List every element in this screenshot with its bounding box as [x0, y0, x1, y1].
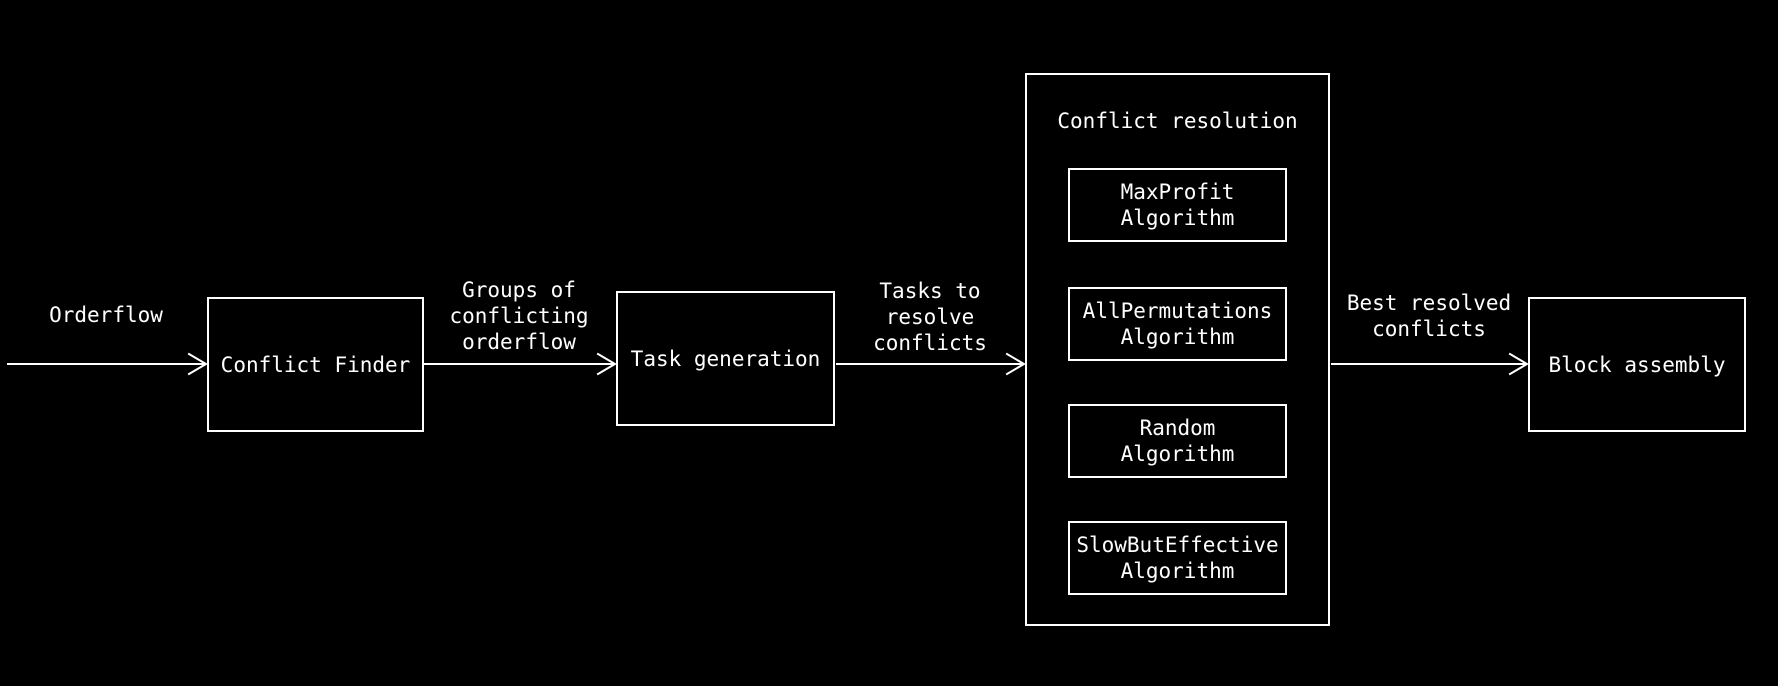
edge-label-best-resolved-conflicts: Best resolved conflicts [1346, 291, 1512, 341]
node-allpermutations-algorithm-label: AllPermutations Algorithm [1082, 299, 1273, 349]
edge-label-groups-of-conflicting-orderflow: Groups of conflicting orderflow [449, 278, 589, 354]
arrow-orderflow [7, 352, 208, 376]
edge-label-orderflow: Orderflow [49, 303, 163, 327]
node-task-generation-label: Task generation [630, 346, 821, 371]
node-slowbuteffective-algorithm: SlowButEffective Algorithm [1068, 521, 1287, 595]
node-random-algorithm: Random Algorithm [1068, 404, 1287, 478]
group-conflict-resolution-title: Conflict resolution [1057, 109, 1298, 133]
edge-label-tasks-to-resolve-conflicts: Tasks to resolve conflicts [873, 279, 987, 355]
arrow-tasks-to-resolve-conflicts [836, 352, 1026, 376]
node-maxprofit-algorithm: MaxProfit Algorithm [1068, 168, 1287, 242]
arrow-groups-of-conflicting-orderflow [423, 352, 617, 376]
group-conflict-resolution: Conflict resolution MaxProfit Algorithm … [1025, 73, 1330, 626]
node-block-assembly-label: Block assembly [1548, 352, 1726, 377]
node-task-generation: Task generation [616, 291, 835, 426]
arrow-best-resolved-conflicts [1331, 352, 1529, 376]
node-conflict-finder: Conflict Finder [207, 297, 424, 432]
node-slowbuteffective-algorithm-label: SlowButEffective Algorithm [1076, 533, 1279, 583]
node-allpermutations-algorithm: AllPermutations Algorithm [1068, 287, 1287, 361]
node-maxprofit-algorithm-label: MaxProfit Algorithm [1120, 180, 1235, 230]
node-random-algorithm-label: Random Algorithm [1120, 416, 1235, 466]
node-conflict-finder-label: Conflict Finder [220, 352, 411, 377]
node-block-assembly: Block assembly [1528, 297, 1746, 432]
